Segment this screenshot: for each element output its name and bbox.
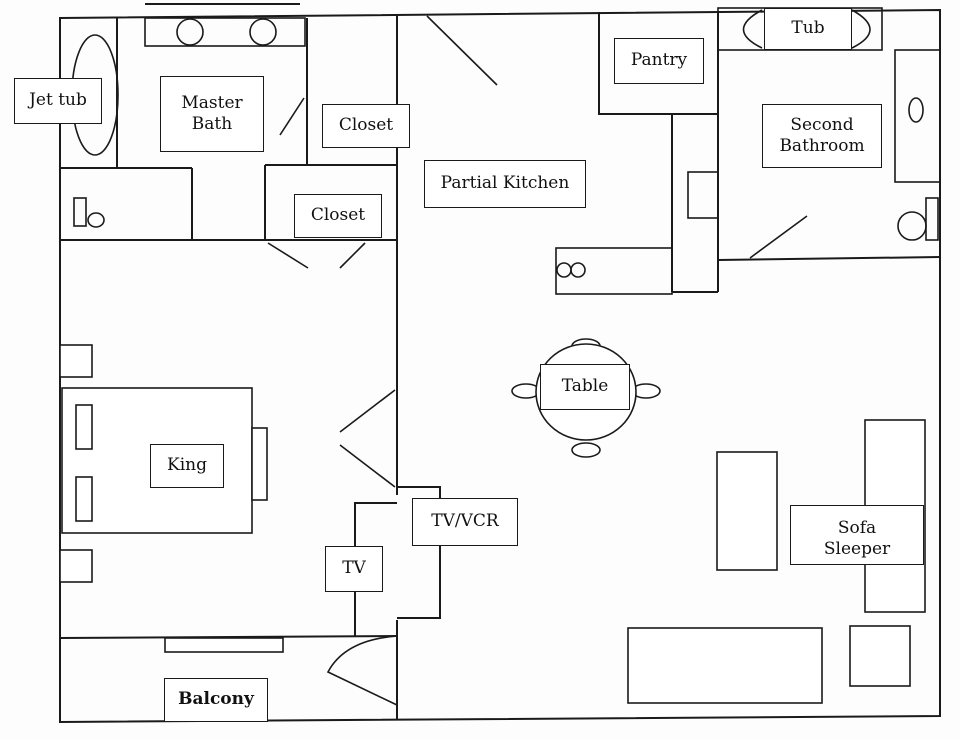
sink-right-icon [249,18,277,46]
pantry-label: Pantry [614,38,704,84]
balcony-rail [164,637,284,653]
tub-end-left [742,9,763,49]
outer-walls [59,3,941,724]
bed-bench [251,427,268,501]
kitchen-counter [555,247,673,295]
tub-label: Tub [764,8,852,50]
jet-tub-label: Jet tub [14,78,102,124]
tub-end-right [851,9,871,49]
pillow-2 [75,476,93,522]
master-bath-label: Master Bath [160,76,264,152]
tv-label: TV [325,546,383,592]
tv-vcr-label: TV/VCR [412,498,518,546]
fridge [687,171,719,219]
partial-kitchen-label: Partial Kitchen [424,160,586,208]
nightstand-bottom [59,549,93,583]
sink-left-icon [176,18,204,46]
pillow-1 [75,404,93,450]
burner-left-icon [556,262,572,278]
king-label: King [150,444,224,488]
armchair [716,451,778,571]
balcony-label: Balcony [164,678,268,722]
nightstand-top [59,344,93,378]
coffee-table [627,627,823,704]
toilet-bowl [87,212,105,228]
interior-walls [59,12,941,720]
end-table [849,625,911,687]
second-bathroom-label: Second Bathroom [762,104,882,168]
burner-right-icon [570,262,586,278]
closet-label-upper: Closet [322,104,410,148]
door-swings [267,15,808,706]
closet-label-lower: Closet [294,194,382,238]
toilet-tank [73,197,87,227]
table-label: Table [540,364,630,410]
bath-sink-icon [908,97,924,123]
bath-toilet-bowl [897,211,927,241]
sofa-sleeper-label: Sofa Sleeper [790,505,924,565]
